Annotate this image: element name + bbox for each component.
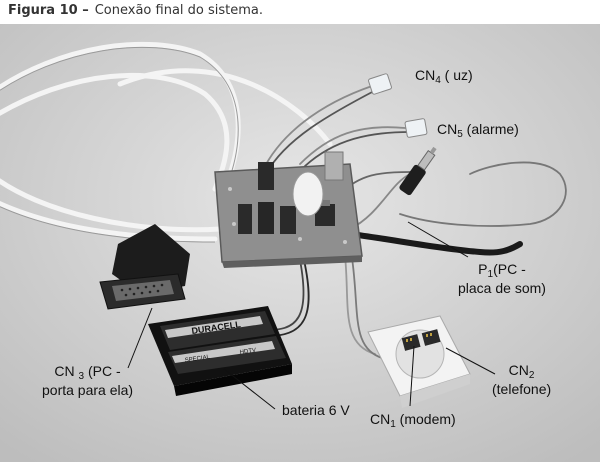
circuit-board: [214, 151, 363, 268]
label-cn3: CN 3 (PC - porta para ela): [42, 363, 134, 398]
label-bateria: bateria 6 V: [282, 402, 350, 418]
system-photo: DURACELL SPECIAL HDTV CN4 ( uz) CN5 (ala…: [0, 24, 600, 462]
figure-number: Figura 10 –: [8, 3, 89, 18]
cn3-connector: [99, 224, 190, 310]
figure-caption: Figura 10 – Conexão final do sistema.: [8, 0, 263, 22]
shielded-cable: [347, 231, 523, 256]
figure-title: Conexão final do sistema.: [94, 3, 264, 18]
label-cn1: CN1 (modem): [370, 411, 456, 430]
label-cn5: CN5 (alarme): [437, 121, 519, 140]
label-cn4: CN4 ( uz): [415, 67, 473, 86]
battery-special-text: SPECIAL: [184, 354, 211, 364]
label-pointers: [127, 221, 496, 410]
battery-pack: DURACELL SPECIAL HDTV: [148, 306, 292, 396]
cn1-cn2-socket: [367, 315, 471, 408]
p1-plug: [399, 146, 437, 196]
label-p1: P1(PC - placa de som): [458, 261, 546, 296]
cn5-connector: [404, 118, 428, 138]
cn4-connector: [368, 73, 392, 95]
battery-hdtv-text: HDTV: [239, 348, 256, 356]
photo-illustration: DURACELL SPECIAL HDTV: [0, 24, 600, 462]
label-cn2: CN2 (telefone): [492, 362, 552, 397]
